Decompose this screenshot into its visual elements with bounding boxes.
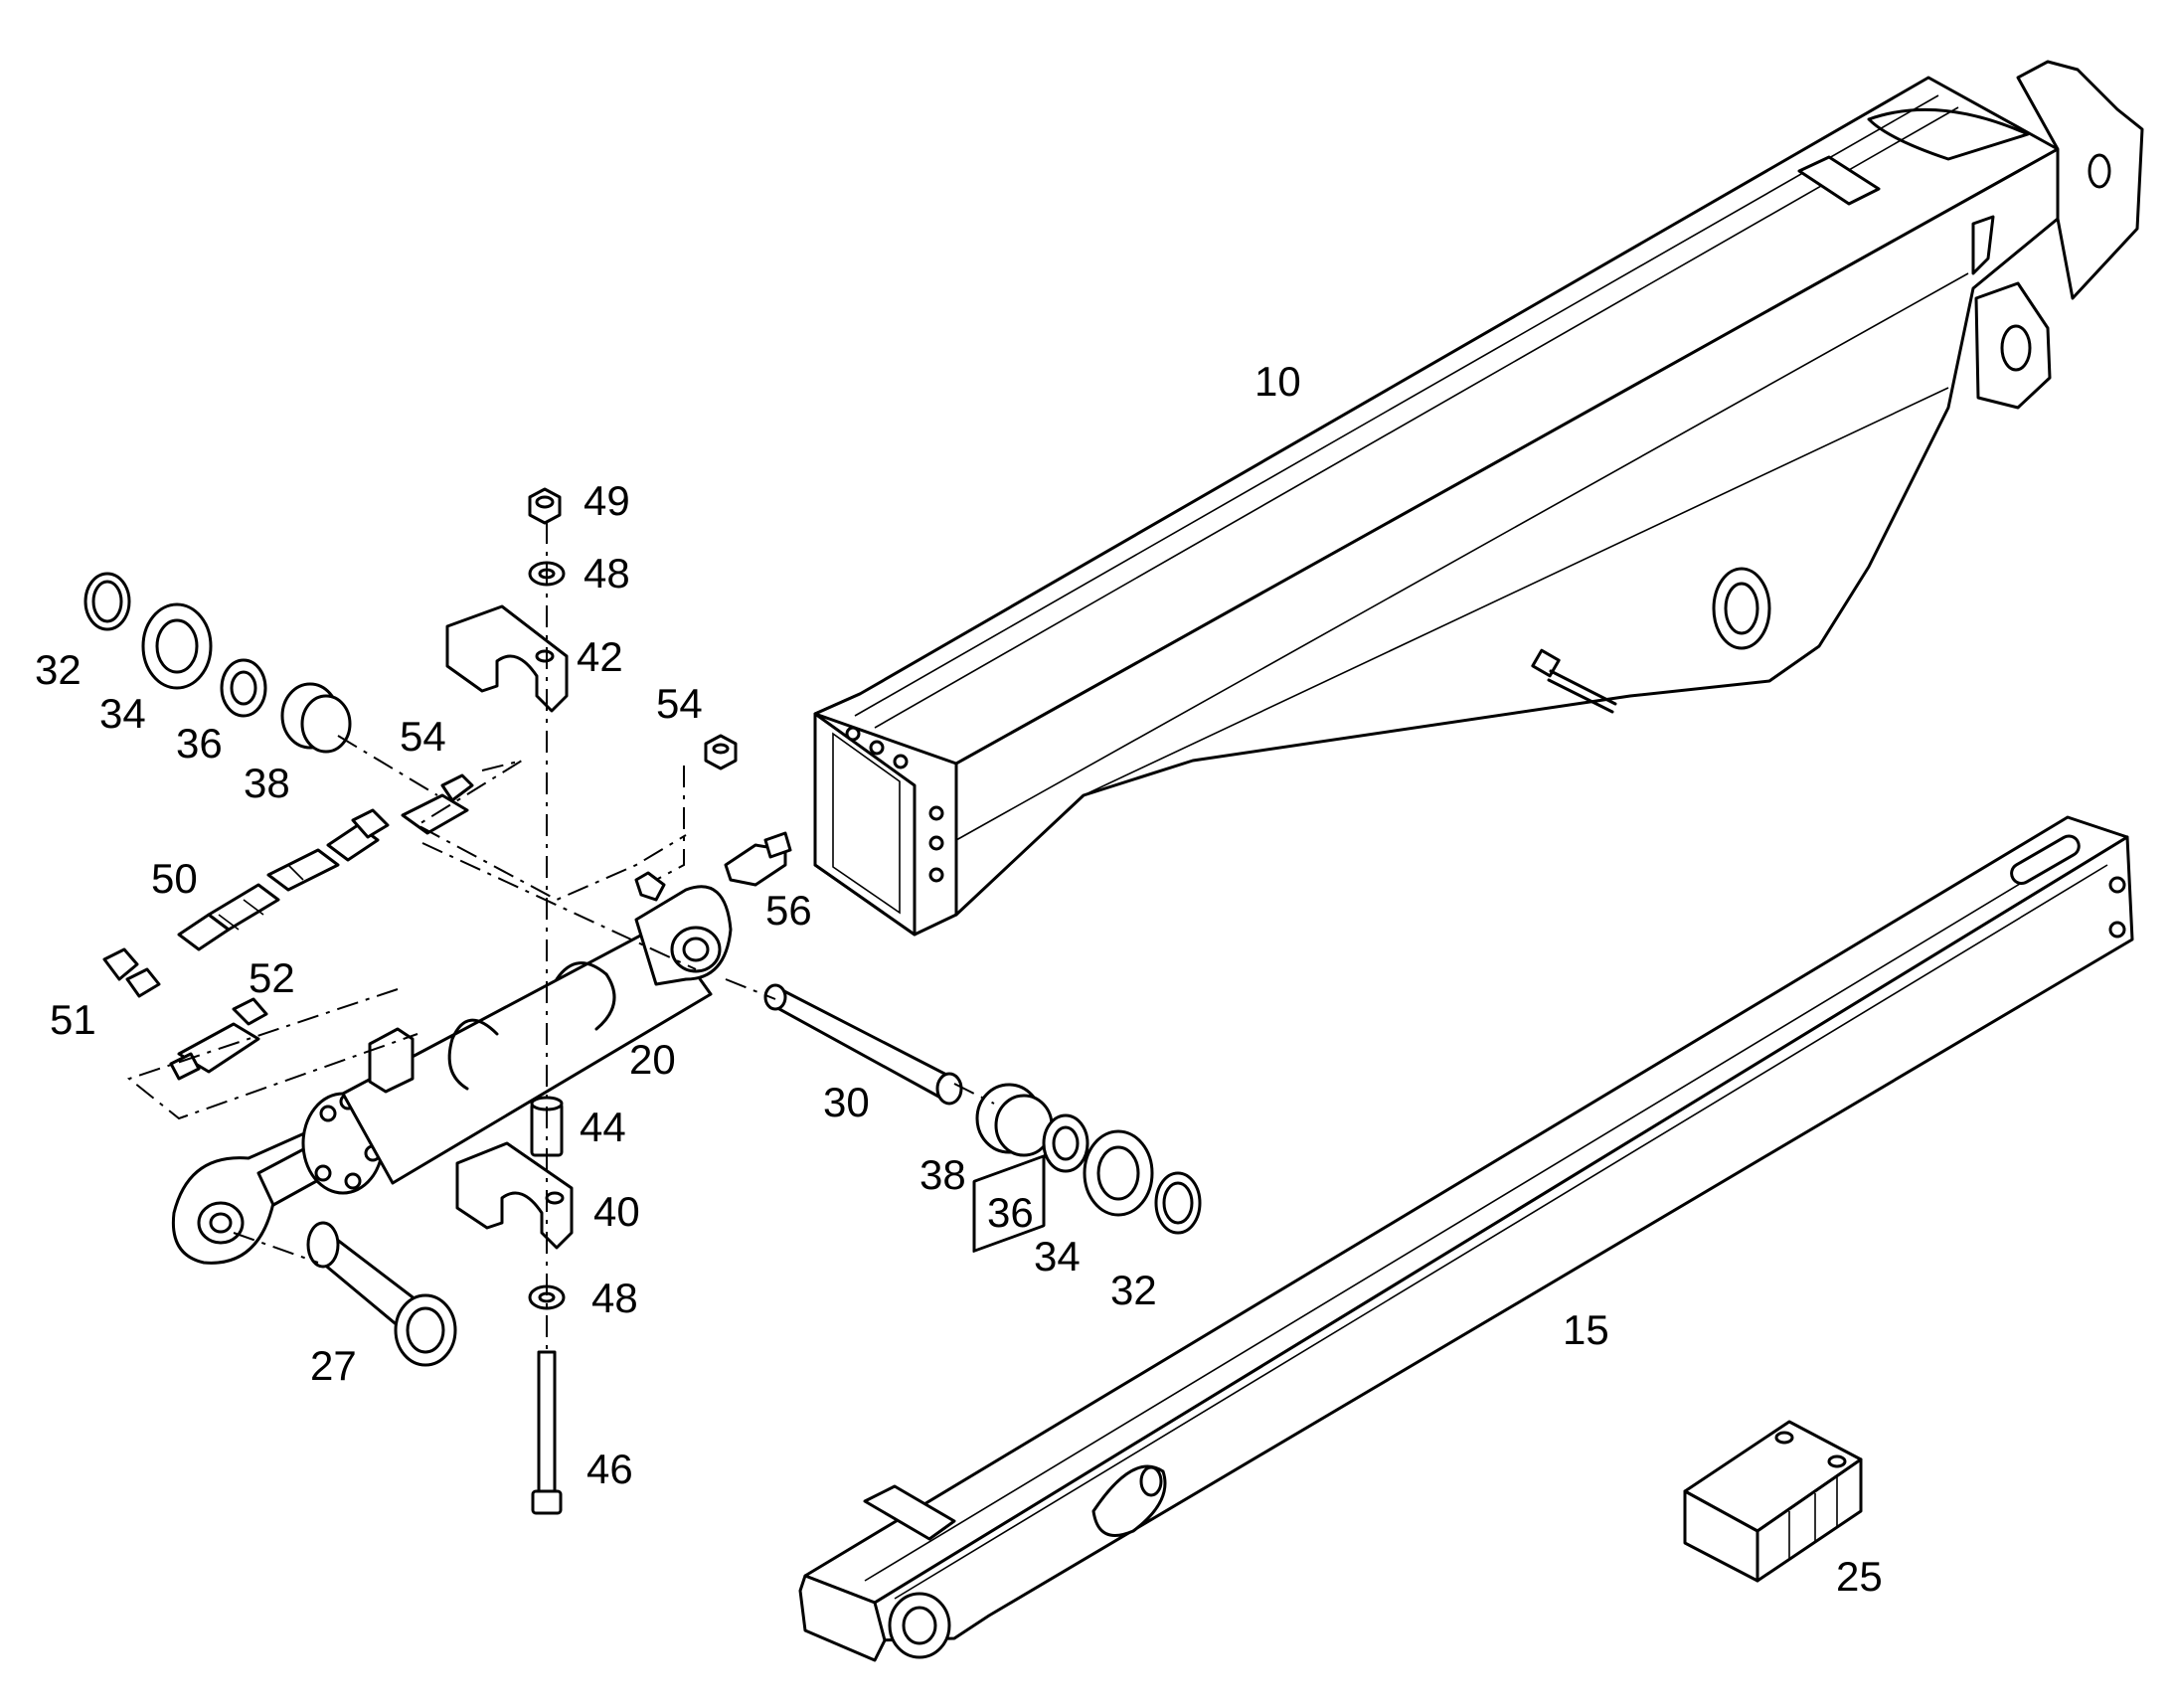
- part-30-pin: [763, 983, 963, 1106]
- callout-49: 49: [584, 477, 630, 524]
- callout-32-right: 32: [1110, 1267, 1157, 1313]
- part-15-extension-boom: [798, 815, 2134, 1662]
- callout-44: 44: [580, 1104, 626, 1150]
- callout-56: 56: [765, 887, 812, 934]
- part-49-nut: [528, 487, 562, 525]
- callout-34-left: 34: [99, 690, 146, 737]
- callout-51: 51: [50, 996, 96, 1043]
- callout-54-right: 54: [656, 680, 703, 727]
- callout-labels: 10 15 20 25 27 30 32 32 34 34 36 36 38 3…: [35, 358, 1883, 1600]
- callout-42: 42: [577, 633, 623, 680]
- callout-20: 20: [629, 1036, 676, 1083]
- callout-34-right: 34: [1034, 1233, 1081, 1280]
- callout-10: 10: [1254, 358, 1301, 405]
- left-washer-stack: [84, 572, 352, 754]
- assembly-centerlines: [126, 522, 995, 1352]
- callout-46: 46: [586, 1446, 633, 1492]
- callout-48-bottom: 48: [591, 1275, 638, 1321]
- part-56-fitting: [724, 831, 792, 887]
- part-54-nut-right: [704, 734, 738, 770]
- callout-38-left: 38: [244, 760, 290, 806]
- callout-15: 15: [1563, 1306, 1609, 1353]
- callout-25: 25: [1836, 1553, 1883, 1600]
- part-40-clamp: [455, 1141, 574, 1250]
- callout-30: 30: [823, 1079, 870, 1125]
- right-washer-stack: [975, 1083, 1202, 1235]
- callout-27: 27: [310, 1342, 357, 1389]
- callout-40: 40: [593, 1188, 640, 1235]
- callout-48-top: 48: [584, 550, 630, 597]
- callout-52: 52: [249, 954, 295, 1001]
- callout-54-left: 54: [400, 713, 446, 760]
- part-50-hose: [177, 808, 390, 951]
- part-54-fitting-left: [401, 773, 474, 835]
- callout-38-right: 38: [919, 1151, 966, 1198]
- callout-32-left: 32: [35, 646, 82, 693]
- part-42-clamp: [445, 604, 569, 713]
- part-25-wear-pad: [1683, 1420, 1863, 1583]
- part-52-valve: [169, 997, 268, 1081]
- callout-36-right: 36: [987, 1189, 1034, 1236]
- part-27-pin: [306, 1221, 457, 1367]
- callout-50: 50: [151, 855, 198, 902]
- callout-36-left: 36: [176, 720, 223, 767]
- part-10-main-boom: [813, 60, 2144, 937]
- part-46-bolt: [531, 1350, 563, 1515]
- part-51-elbow: [102, 947, 161, 998]
- part-20-hydraulic-cylinder: [171, 871, 733, 1265]
